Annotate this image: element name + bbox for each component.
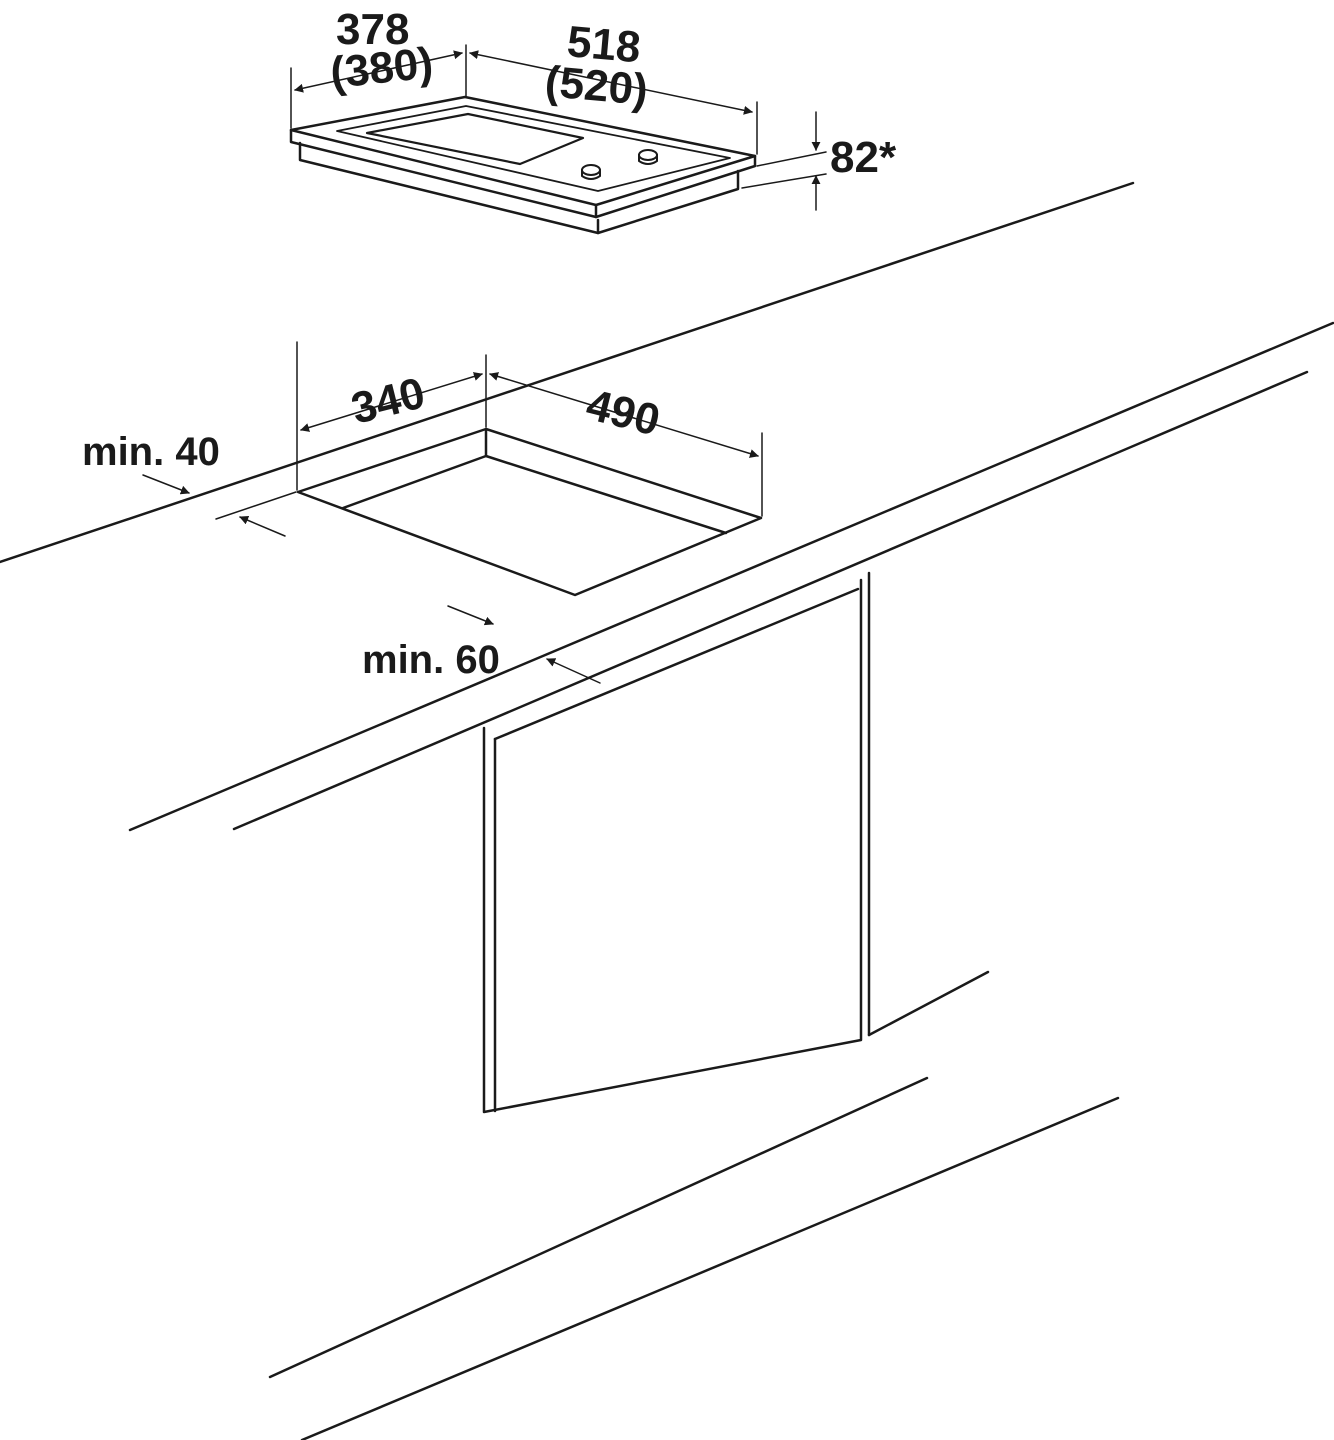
hob-glass-border	[336, 105, 731, 192]
worktop-cutout	[296, 427, 763, 597]
front-clearance-label: min. 60	[362, 638, 500, 682]
cabinet-side-bottom	[867, 970, 990, 1037]
hob-drawing	[289, 95, 757, 235]
front-clearance-arrow-a	[447, 605, 494, 626]
worktop-front-lower-edge	[232, 370, 1309, 831]
hob-body	[298, 141, 740, 235]
hob-dimension-lines	[290, 44, 827, 211]
hob-control-knobs	[581, 149, 658, 180]
cabinet-door	[482, 578, 863, 1114]
floor-line	[300, 1096, 1120, 1440]
rear-clearance-arrow-b	[239, 516, 286, 537]
hob-width-label: 378	[336, 5, 409, 54]
cutout-outline	[296, 427, 763, 597]
worktop-back-edge	[0, 181, 1135, 564]
worktop	[0, 181, 1334, 832]
worktop-front-edge	[128, 321, 1334, 832]
rear-clearance-label: min. 40	[82, 430, 220, 474]
cutout-dimension-lines	[296, 341, 763, 517]
hob-width-alt-label: (380)	[328, 38, 435, 97]
cutout-depth-arrow	[489, 372, 759, 458]
rear-clearance-arrow-a	[142, 474, 190, 495]
hob-depth-label: 518	[565, 17, 642, 72]
front-clearance-arrow-b	[546, 658, 601, 684]
clearance-arrows	[142, 474, 601, 684]
cutout-depth-label: 490	[582, 380, 665, 445]
hob-cooking-zone	[365, 112, 585, 166]
base-cabinet	[268, 571, 1120, 1440]
cutout-inner-wall	[341, 454, 728, 535]
plinth-line	[268, 1076, 929, 1379]
knob-icon	[638, 149, 658, 161]
cutout-width-label: 340	[347, 368, 430, 433]
cutout-width-arrow	[300, 372, 483, 432]
dimension-labels: 378 (380) 518 (520) 82* 340 490 min. 40 …	[82, 5, 897, 682]
hob-depth-arrow	[469, 50, 753, 115]
hob-depth-alt-label: (520)	[543, 57, 650, 115]
hob-width-arrow	[294, 50, 463, 93]
knob-icon	[581, 164, 601, 176]
hob-height-label: 82*	[830, 133, 897, 182]
